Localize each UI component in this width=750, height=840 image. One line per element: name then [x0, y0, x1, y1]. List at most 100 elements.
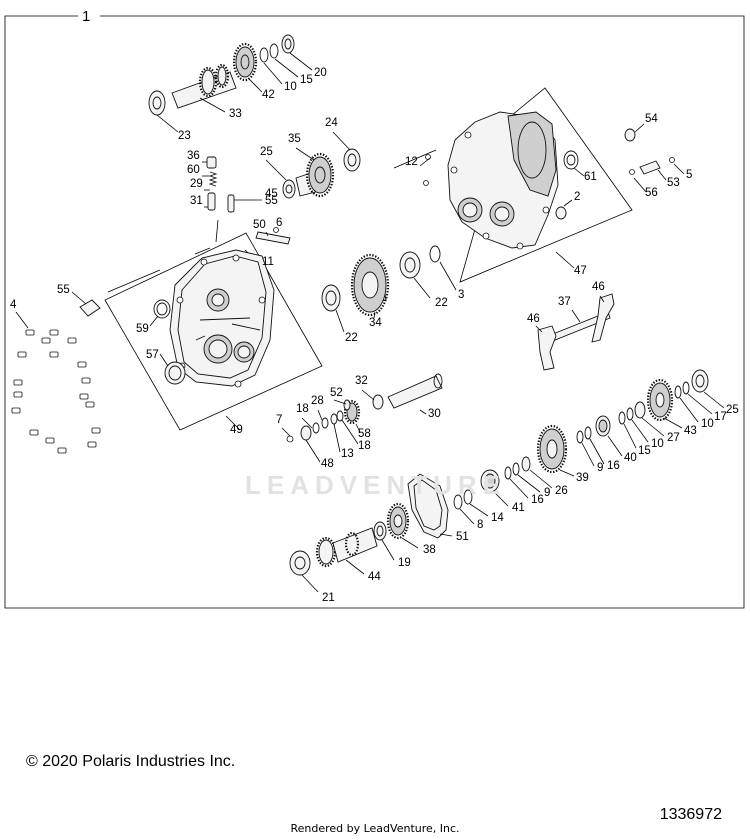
callout-c55b: 55: [57, 284, 70, 296]
assembly-number: 1: [82, 8, 90, 25]
callout-c31: 31: [190, 195, 203, 207]
callout-c35: 35: [288, 133, 301, 145]
callout-c20: 20: [314, 67, 327, 79]
bracket-and-bolts: [11, 291, 101, 454]
callout-c25a: 25: [260, 146, 273, 158]
callout-c25b: 25: [726, 404, 739, 416]
bracket-55b: [79, 299, 101, 317]
cap-36: [206, 156, 217, 169]
callout-c2: 2: [574, 191, 580, 203]
callout-c23: 23: [178, 130, 191, 142]
callout-c36: 36: [187, 150, 200, 162]
rendered-by-credit: Rendered by LeadVenture, Inc.: [290, 822, 460, 835]
dowel-45: [227, 194, 235, 213]
gear-48: [300, 425, 312, 441]
callout-c54: 54: [645, 113, 658, 125]
group-box-49: [104, 232, 323, 431]
seal-61: [563, 150, 579, 170]
watermark: LEADVENTURE: [245, 470, 507, 500]
callout-c6: 6: [276, 217, 282, 229]
bearing-20: [281, 34, 295, 54]
callout-c29: 29: [190, 178, 203, 190]
callout-c10a: 10: [284, 81, 297, 93]
callout-c58: 58: [358, 428, 371, 440]
callout-c19: 19: [398, 557, 411, 569]
bracket-55a: [255, 231, 291, 245]
callout-c7: 7: [276, 414, 282, 426]
shift-fork-46a: [591, 293, 615, 343]
drawing-number: 1336972: [659, 806, 722, 823]
washer-10a: [259, 47, 269, 63]
callout-c26: 26: [555, 485, 568, 497]
callout-c39: 39: [576, 472, 589, 484]
callout-c15b: 15: [638, 445, 651, 457]
shaft-30: [387, 375, 443, 409]
callout-c41: 41: [512, 502, 525, 514]
callout-c49: 49: [230, 424, 243, 436]
ring-28: [321, 417, 329, 429]
callout-c61: 61: [584, 171, 597, 183]
callout-c24: 24: [325, 117, 338, 129]
callout-c11: 11: [262, 256, 274, 268]
washer-9b: [512, 462, 520, 476]
callout-c51: 51: [456, 531, 469, 543]
bolt-5: [669, 157, 675, 163]
callout-c57: 57: [146, 349, 159, 361]
bearing-25b: [691, 369, 709, 393]
callout-c28: 28: [311, 395, 324, 407]
callout-c44: 44: [368, 571, 381, 583]
callout-c3: 3: [458, 289, 464, 301]
gear-58: [343, 399, 361, 425]
callout-c12: 12: [405, 156, 418, 168]
callout-c42: 42: [262, 89, 275, 101]
clip-13: [330, 413, 338, 425]
shaft-44: [332, 527, 378, 563]
callout-c33: 33: [229, 108, 242, 120]
gear-35: [305, 152, 335, 198]
shift-fork-46b: [537, 325, 557, 371]
callout-c43: 43: [684, 425, 697, 437]
callout-c14: 14: [491, 512, 504, 524]
drive-shaft-small-parts: [281, 373, 443, 463]
callout-c4: 4: [10, 299, 17, 311]
nut-7: [286, 435, 294, 443]
ring-17: [682, 381, 690, 395]
ring-15a: [269, 43, 279, 59]
gear-42: [232, 42, 258, 82]
callout-c10b: 10: [701, 418, 714, 430]
callout-c52: 52: [330, 387, 343, 399]
washer-10b: [674, 385, 682, 399]
plug-2: [555, 206, 567, 220]
callout-c9a: 9: [597, 462, 603, 474]
callout-c21: 21: [322, 592, 335, 604]
washer-18b: [336, 410, 344, 422]
callout-c55a: 55: [265, 195, 278, 207]
ring-15b: [618, 411, 626, 425]
washer-14: [463, 489, 473, 505]
dowel-12b: [423, 180, 429, 186]
callout-c32: 32: [355, 375, 368, 387]
callout-c8: 8: [477, 519, 483, 531]
callout-c53: 53: [667, 177, 680, 189]
callout-c18b: 18: [358, 440, 371, 452]
gear-43: [646, 378, 674, 422]
ring-16b: [504, 466, 512, 480]
bearing-52: [343, 399, 351, 411]
callout-c30: 30: [428, 408, 441, 420]
sensor-53: [639, 160, 661, 175]
bearing-27: [634, 401, 646, 419]
callout-c16a: 16: [607, 460, 620, 472]
washer-9a: [576, 430, 584, 444]
bearing-26: [521, 456, 531, 472]
chain-51: [407, 473, 449, 539]
callout-c15a: 15: [300, 74, 313, 86]
collar-32: [372, 394, 384, 410]
bearing-24: [343, 148, 361, 172]
callout-c48: 48: [321, 458, 334, 470]
copyright-notice: © 2020 Polaris Industries Inc.: [26, 753, 236, 770]
output-gear-assembly: [321, 245, 457, 333]
assembly-frame: [4, 15, 745, 609]
callout-c17: 17: [714, 411, 727, 423]
